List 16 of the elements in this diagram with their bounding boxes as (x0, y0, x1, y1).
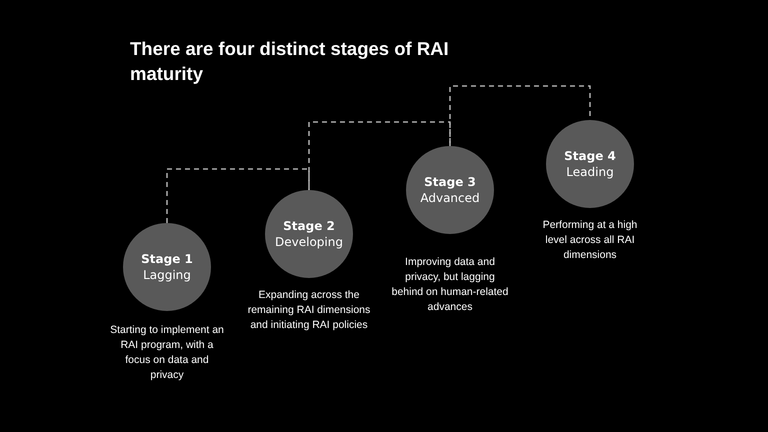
stage-name: Developing (275, 234, 343, 250)
stage-number: Stage 3 (424, 174, 476, 190)
dashed-connector (449, 85, 591, 146)
stage-name: Advanced (420, 190, 480, 206)
stage-description: Expanding across the remaining RAI dimensions and initiating RAI policies (246, 288, 372, 333)
stage-number: Stage 1 (141, 251, 193, 267)
dashed-connector (308, 121, 451, 190)
stage-description: Performing at a high level across all RAI dimensions (542, 218, 638, 263)
stage-name: Lagging (143, 267, 191, 283)
stage-description: Starting to implement an RAI program, with a focus on data and privacy (109, 323, 225, 383)
dashed-connector (166, 168, 310, 223)
title: There are four distinct stages of RAI maturity (130, 37, 450, 86)
stage-number: Stage 4 (564, 148, 616, 164)
stage-description: Improving data and privacy, but lagging behind on human-related advances (390, 255, 510, 315)
stage-name: Leading (566, 164, 614, 180)
stage-number: Stage 2 (283, 218, 335, 234)
